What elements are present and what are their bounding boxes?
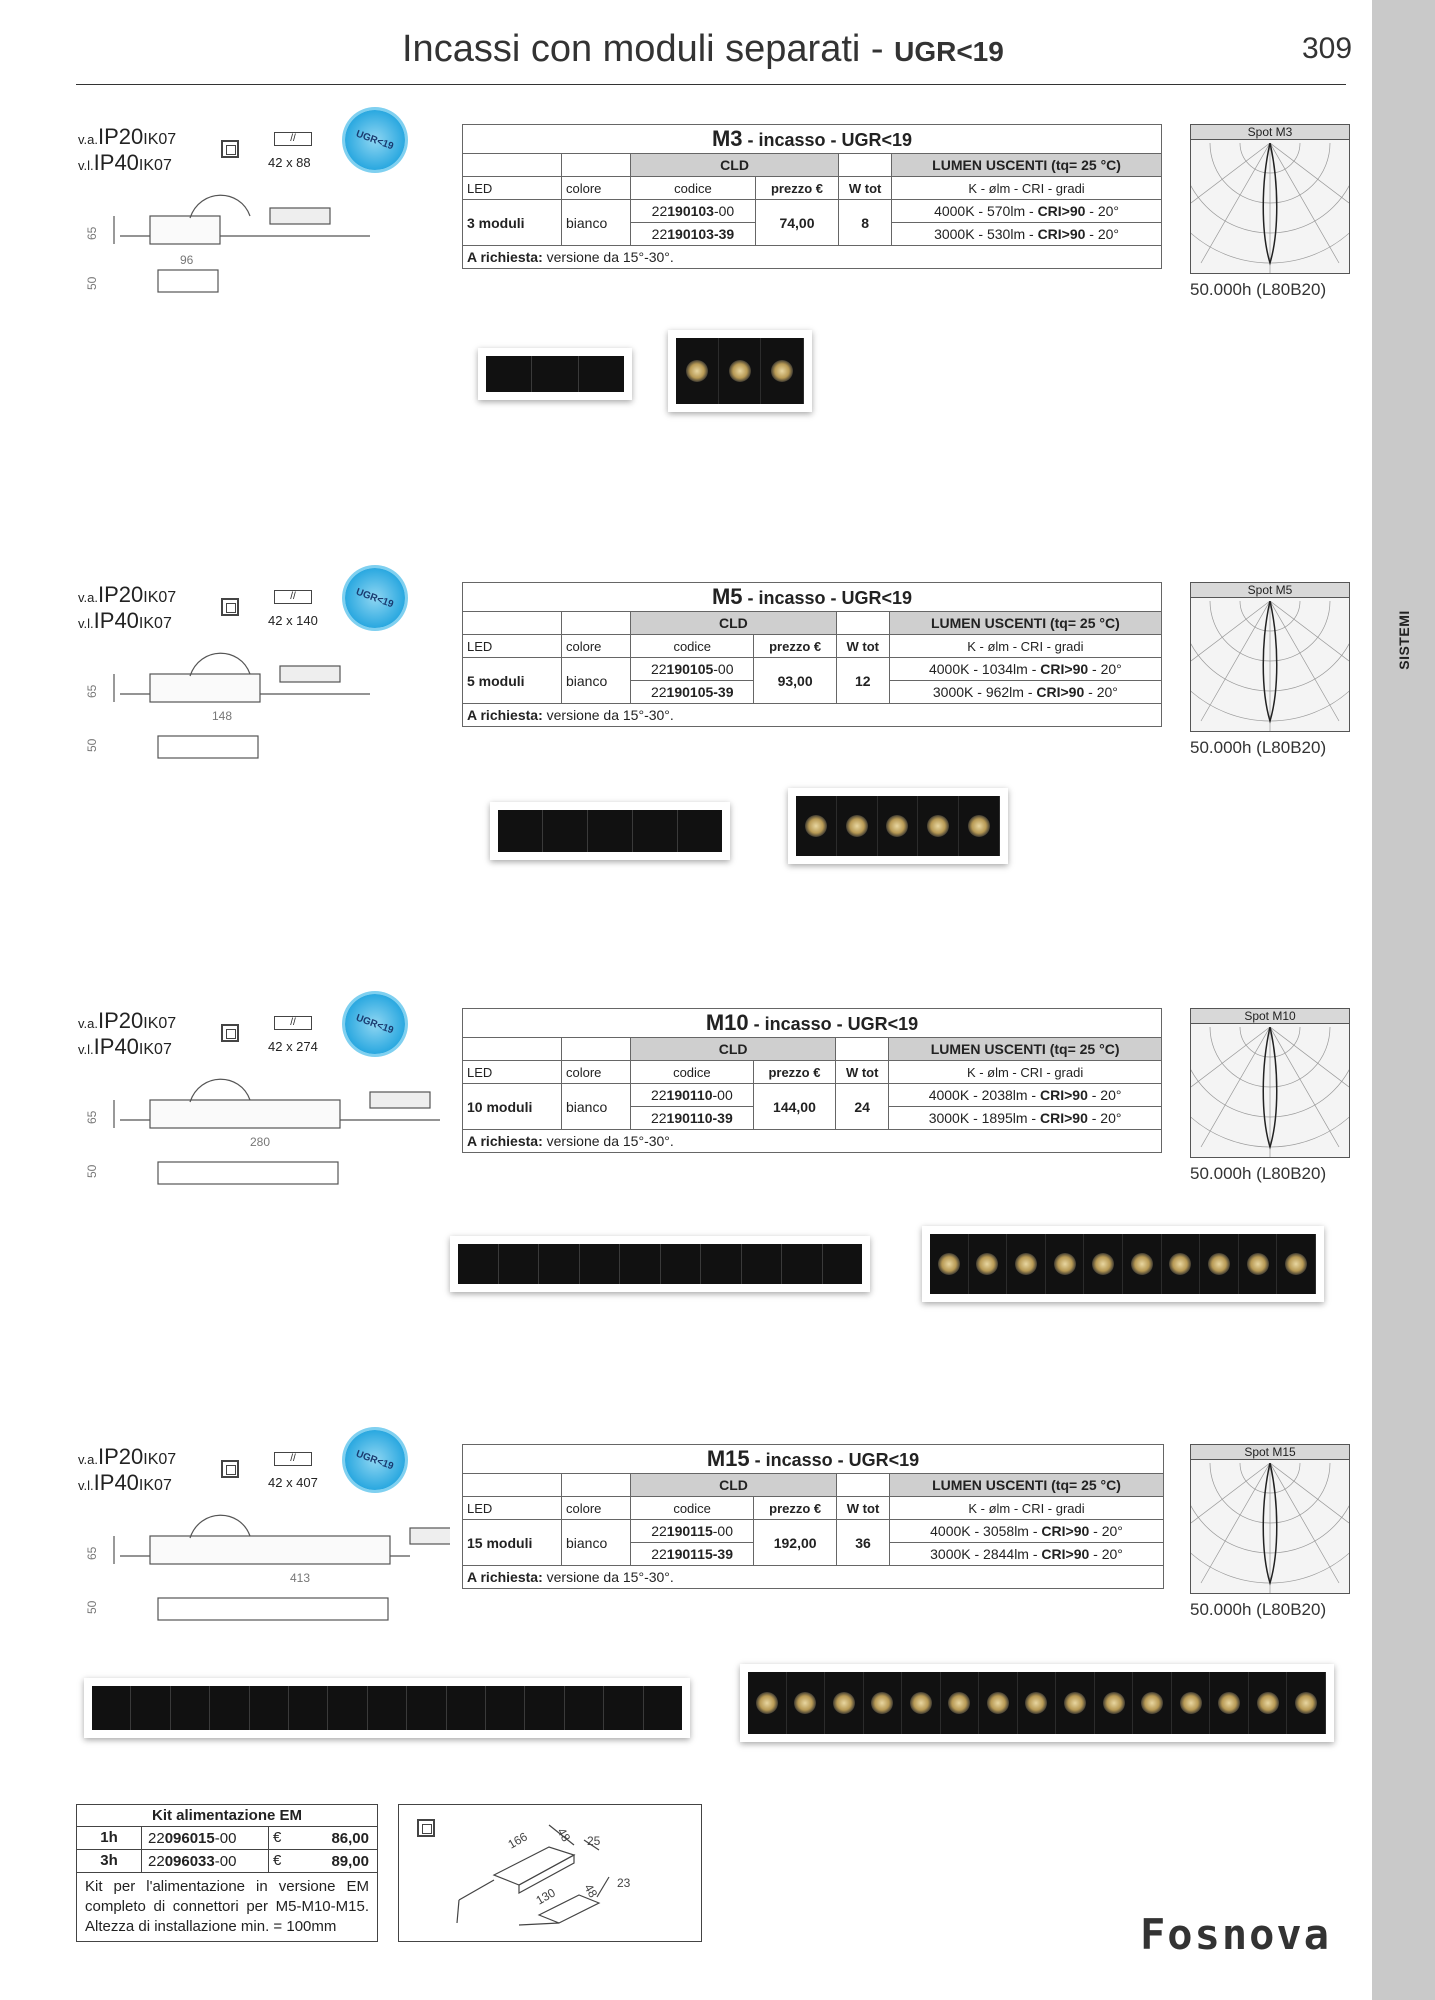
lifetime-label: 50.000h (L80B20)	[1190, 738, 1327, 757]
svg-text:280: 280	[250, 1135, 270, 1149]
svg-text:65: 65	[85, 1110, 99, 1124]
ip-rating-va: v.a.IP20IK07	[78, 582, 177, 607]
svg-text:48: 48	[581, 1882, 600, 1901]
cutout-icon: //	[274, 1016, 312, 1030]
polar-diagram: Spot M5	[1190, 582, 1350, 732]
product-photo-recess	[84, 1678, 690, 1738]
svg-text:148: 148	[212, 709, 232, 723]
lifetime-label: 50.000h (L80B20)	[1190, 280, 1327, 299]
cutout-dimension: 42 x 88	[268, 155, 311, 170]
indoor-icon	[221, 140, 239, 158]
ip-rating-va: v.a.IP20IK07	[78, 1444, 177, 1469]
svg-text:65: 65	[85, 1546, 99, 1560]
cutout-dimension: 42 x 140	[268, 613, 318, 628]
ip-rating-vi: v.l.IP40IK07	[78, 1034, 172, 1059]
svg-text:25: 25	[587, 1834, 601, 1848]
technical-drawing: 65 148 50	[85, 652, 370, 759]
cutout-icon: //	[274, 132, 312, 146]
svg-text:65: 65	[85, 684, 99, 698]
kit-row: 1h 22096015-00 € 86,00	[77, 1827, 377, 1850]
sidebar-band	[1372, 0, 1435, 2000]
product-photo-lens	[788, 788, 1008, 864]
ugr-badge: UGR<19	[345, 568, 405, 628]
product-photo-lens	[922, 1226, 1324, 1302]
technical-drawing: 65 280 50	[85, 1078, 440, 1185]
cutout-icon: //	[274, 590, 312, 604]
polar-diagram: Spot M10	[1190, 1008, 1350, 1158]
kit-drawing: 166 48 25 130 48 23	[398, 1804, 702, 1942]
ugr-badge: UGR<19	[345, 994, 405, 1054]
cutout-icon: //	[274, 1452, 312, 1466]
product-photo-recess	[450, 1236, 870, 1292]
svg-text:50: 50	[85, 276, 99, 290]
svg-text:50: 50	[85, 738, 99, 752]
svg-text:50: 50	[85, 1164, 99, 1178]
sidebar-label: SISTEMI	[1395, 610, 1412, 670]
ip-rating-va: v.a.IP20IK07	[78, 124, 177, 149]
page-title: Incassi con moduli separati - UGR<19	[402, 28, 1004, 70]
kit-row: 3h 22096033-00 € 89,00	[77, 1850, 377, 1873]
product-photo-recess	[490, 802, 730, 860]
ip-rating-vi: v.l.IP40IK07	[78, 1470, 172, 1495]
technical-drawing: 65 413 50	[85, 1514, 450, 1621]
ugr-badge: UGR<19	[345, 110, 405, 170]
technical-drawing: 65 96 50	[85, 194, 370, 293]
ip-rating-va: v.a.IP20IK07	[78, 1008, 177, 1033]
brand-logo: Fosnova	[1140, 1910, 1332, 1959]
svg-text:65: 65	[85, 226, 99, 240]
ip-rating-vi: v.l.IP40IK07	[78, 150, 172, 175]
ip-rating-vi: v.l.IP40IK07	[78, 608, 172, 633]
indoor-icon	[221, 1024, 239, 1042]
cutout-dimension: 42 x 274	[268, 1039, 318, 1054]
kit-sketch: 166 48 25 130 48 23	[456, 1824, 631, 1926]
cutout-dimension: 42 x 407	[268, 1475, 318, 1490]
kit-description: Kit per l'alimentazione in versione EM c…	[85, 1878, 369, 1935]
page-number: 309	[1302, 32, 1353, 65]
lifetime-label: 50.000h (L80B20)	[1190, 1164, 1327, 1183]
product-photo-lens	[740, 1664, 1334, 1742]
indoor-icon	[417, 1819, 435, 1837]
kit-table: Kit alimentazione EM 1h 22096015-00 € 86…	[76, 1804, 378, 1942]
svg-text:96: 96	[180, 253, 194, 267]
svg-text:48: 48	[554, 1826, 573, 1845]
polar-diagram: Spot M3	[1190, 124, 1350, 274]
product-photo-recess	[478, 348, 632, 400]
lifetime-label: 50.000h (L80B20)	[1190, 1600, 1327, 1619]
product-photo-lens	[668, 330, 812, 412]
indoor-icon	[221, 1460, 239, 1478]
polar-diagram: Spot M15	[1190, 1444, 1350, 1594]
svg-text:166: 166	[506, 1829, 531, 1851]
indoor-icon	[221, 598, 239, 616]
svg-text:130: 130	[534, 1885, 559, 1907]
kit-title: Kit alimentazione EM	[77, 1805, 377, 1827]
ugr-badge: UGR<19	[345, 1430, 405, 1490]
svg-text:413: 413	[290, 1571, 310, 1585]
svg-text:50: 50	[85, 1600, 99, 1614]
header-divider	[76, 84, 1346, 85]
svg-text:23: 23	[617, 1876, 631, 1890]
